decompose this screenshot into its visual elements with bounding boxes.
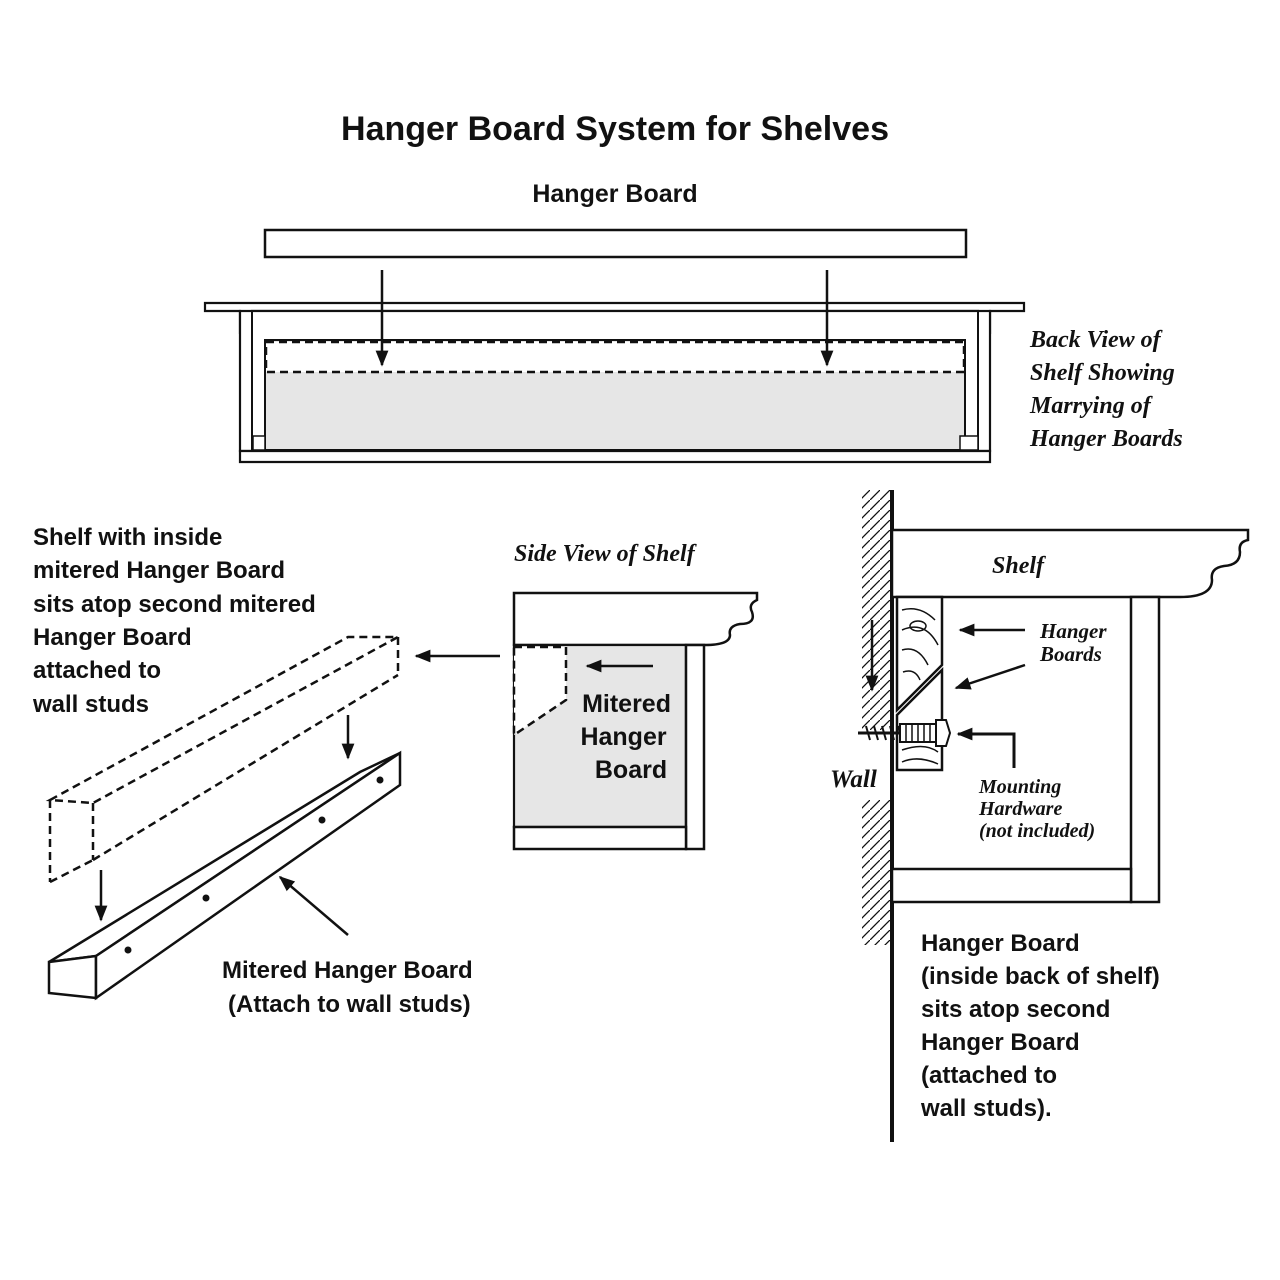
side-view-title: Side View of Shelf	[514, 541, 697, 567]
side-view-shelf-top	[512, 591, 759, 647]
mitered-description-line: mitered Hanger Board	[33, 557, 285, 584]
wall-view-description-line: Hanger Board	[921, 1029, 1080, 1056]
side-view-mitered-board-dashed	[512, 645, 568, 738]
mitered-description-line: Hanger Board	[33, 624, 192, 651]
mitered-board-solid	[47, 750, 402, 1001]
side-view-front-board	[684, 643, 706, 851]
mitered-description-line: Shelf with inside	[33, 524, 222, 551]
mitered-board-label-line: (Attach to wall studs)	[228, 991, 471, 1018]
side-view-bottom-board	[512, 825, 688, 851]
arrow-hardware	[956, 727, 1016, 768]
back-view: Hanger Board Back View of Shelf Showing …	[203, 180, 1183, 464]
hanger-board-top-label: Hanger Board	[532, 180, 697, 208]
wall-view-bottom-board	[890, 867, 1133, 904]
wall-view-front-board	[1129, 595, 1161, 904]
wall-view-description-line: Hanger Board	[921, 930, 1080, 957]
corner-block-right	[959, 435, 979, 451]
side-view-callout: Mitered Hanger Board	[580, 690, 677, 784]
back-view-caption-line: Marrying of	[1029, 393, 1153, 419]
shelf-bottom-rail	[238, 449, 992, 464]
back-view-caption-line: Hanger Boards	[1029, 426, 1183, 452]
wall-view-shelf-label: Shelf	[992, 553, 1046, 579]
wall-hatch-lower	[862, 800, 892, 945]
side-view-callout-line: Mitered	[582, 690, 671, 718]
mitered-description-line: wall studs	[32, 691, 149, 718]
screw-holes	[124, 776, 384, 954]
hanger-boards-label: Hanger Boards	[1039, 619, 1112, 666]
mitered-board-label-line: Mitered Hanger Board	[222, 957, 473, 984]
side-view-callout-line: Board	[595, 756, 667, 784]
back-view-caption-line: Back View of	[1029, 327, 1163, 353]
hanger-boards-label-line: Boards	[1039, 642, 1102, 666]
hanger-board-loose	[263, 228, 968, 259]
wall-view-description-line: wall studs).	[920, 1095, 1052, 1122]
mitered-view: Shelf with inside mitered Hanger Board s…	[32, 524, 479, 1018]
mounting-hardware-line: Mounting	[978, 776, 1061, 798]
hanger-boards-label-line: Hanger	[1039, 619, 1107, 643]
wall-view-description: Hanger Board (inside back of shelf) sits…	[920, 930, 1166, 1122]
back-view-caption: Back View of Shelf Showing Marrying of H…	[1029, 327, 1183, 452]
corner-block-left	[252, 435, 266, 451]
diagram-title: Hanger Board System for Shelves	[341, 110, 889, 148]
wall-label: Wall	[830, 766, 877, 793]
wall-view-description-line: (attached to	[921, 1062, 1057, 1089]
wall-view-description-line: (inside back of shelf)	[921, 963, 1160, 990]
mitered-board-label: Mitered Hanger Board (Attach to wall stu…	[222, 957, 479, 1018]
mounting-hardware-label: Mounting Hardware (not included)	[978, 776, 1095, 842]
wall-view-shelf-top	[890, 528, 1250, 599]
back-view-caption-line: Shelf Showing	[1030, 360, 1175, 386]
side-view-callout-line: Hanger	[580, 723, 666, 751]
arrow-hanger-lower	[954, 663, 1026, 690]
wall-view: Shelf Hanger Boards	[830, 490, 1250, 1142]
arrow-to-mitered-board	[278, 875, 349, 936]
mitered-description-line: sits atop second mitered	[33, 591, 316, 618]
wall-hatch-upper	[862, 490, 892, 730]
mounting-hardware-line: Hardware	[978, 798, 1062, 820]
mounting-hardware-line: (not included)	[979, 820, 1095, 842]
mitered-description-line: attached to	[33, 657, 161, 684]
mitered-description: Shelf with inside mitered Hanger Board s…	[32, 524, 322, 718]
side-view: Side View of Shelf Mitered Hanger Board	[414, 541, 759, 851]
hanger-board-inside-dashed	[264, 340, 966, 374]
wall-view-description-line: sits atop second	[921, 996, 1110, 1023]
wall-hanger-board-upper	[895, 595, 944, 714]
mitered-board-dashed	[45, 635, 400, 884]
mounting-screw-icon	[858, 719, 952, 747]
